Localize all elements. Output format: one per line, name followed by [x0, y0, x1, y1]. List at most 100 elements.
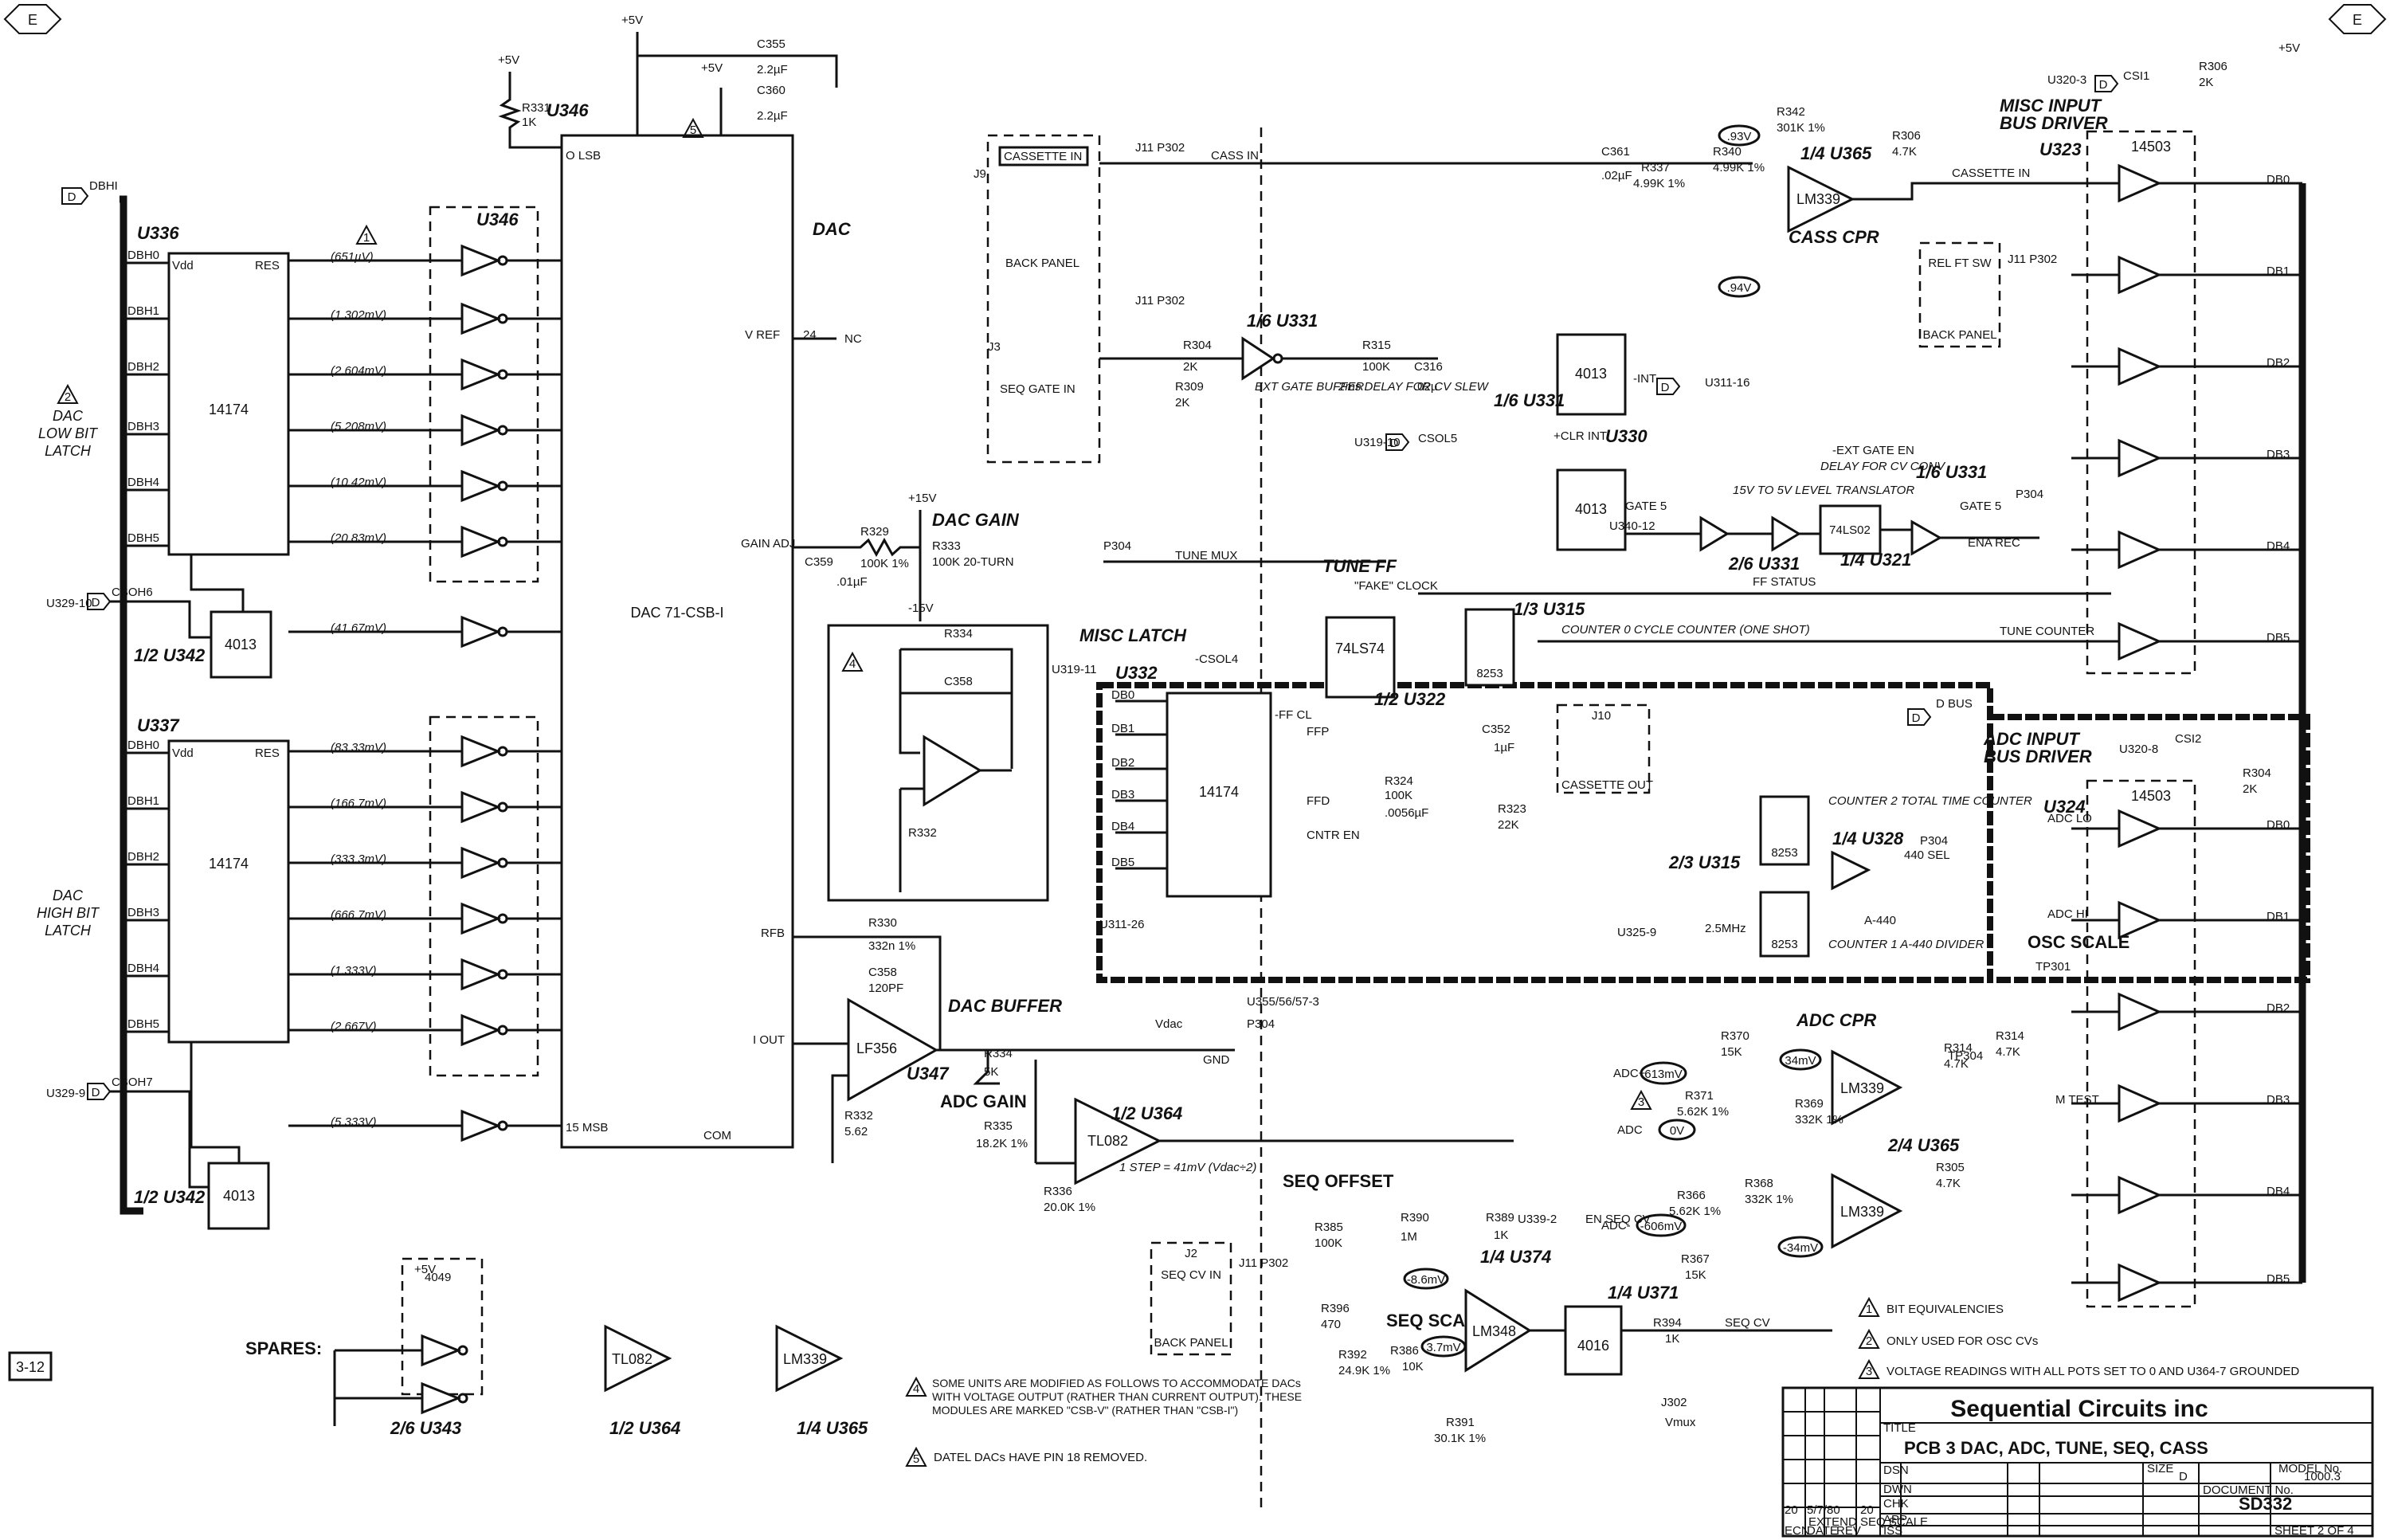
svg-text:ADC HI: ADC HI: [2047, 907, 2088, 921]
svg-text:DAC: DAC: [53, 888, 84, 903]
svg-text:DB3: DB3: [1111, 788, 1134, 801]
svg-text:5/7/80: 5/7/80: [1807, 1503, 1840, 1517]
u336-clk-wire: [190, 554, 245, 612]
svg-text:R306: R306: [2199, 60, 2227, 73]
bus-driver-6: [2071, 809, 2302, 848]
svg-text:4.7K: 4.7K: [1996, 1045, 2020, 1059]
svg-text:14503: 14503: [2131, 139, 2171, 155]
svg-text:1/3 U315: 1/3 U315: [1514, 599, 1585, 619]
svg-text:2ms DELAY FOR CV SLEW: 2ms DELAY FOR CV SLEW: [1338, 380, 1490, 394]
svg-text:BIT EQUIVALENCIES: BIT EQUIVALENCIES: [1887, 1303, 2004, 1316]
svg-text:MISC INPUT: MISC INPUT: [2000, 96, 2102, 116]
svg-text:COM: COM: [703, 1129, 731, 1142]
svg-text:8253: 8253: [1771, 846, 1797, 860]
svg-text:Vdd: Vdd: [172, 259, 194, 272]
svg-text:ADC-: ADC-: [1601, 1219, 1631, 1232]
svg-text:DBH1: DBH1: [127, 794, 159, 808]
svg-text:DB4: DB4: [2267, 539, 2290, 553]
svg-text:U329-9: U329-9: [46, 1087, 85, 1100]
adc-driver-region: [1987, 714, 2310, 983]
svg-text:U325-9: U325-9: [1617, 926, 1656, 939]
svg-text:U323: U323: [2039, 139, 2082, 159]
svg-text:R396: R396: [1321, 1302, 1350, 1315]
svg-text:E: E: [2353, 12, 2362, 28]
svg-text:A-440: A-440: [1864, 914, 1896, 927]
svg-text:301K 1%: 301K 1%: [1777, 121, 1825, 135]
svg-text:R332: R332: [908, 826, 937, 840]
svg-text:(10.42mV): (10.42mV): [331, 476, 386, 489]
u342b-flipflop: 4013 1/2 U342 D U329-9 CSOH7: [46, 1076, 270, 1230]
spare-inverter-0: [333, 1334, 468, 1426]
svg-text:P304: P304: [1103, 539, 1131, 553]
u336-latch: U336 14174 Vdd RES: [137, 223, 290, 556]
svg-text:2/6 U343: 2/6 U343: [390, 1418, 461, 1438]
svg-text:-EXT GATE EN: -EXT GATE EN: [1832, 444, 1914, 457]
svg-text:100K 20-TURN: 100K 20-TURN: [932, 555, 1014, 569]
svg-text:U330: U330: [1605, 426, 1648, 446]
svg-text:DOCUMENT No.: DOCUMENT No.: [2203, 1483, 2294, 1497]
svg-text:DBH4: DBH4: [127, 962, 159, 975]
svg-text:DB1: DB1: [1111, 722, 1134, 735]
svg-text:VOLTAGE READINGS WITH ALL POTS: VOLTAGE READINGS WITH ALL POTS SET TO 0 …: [1887, 1365, 2299, 1378]
svg-text:DBH2: DBH2: [127, 850, 159, 864]
svg-text:TITLE: TITLE: [1883, 1421, 1916, 1435]
svg-text:FFP: FFP: [1307, 725, 1329, 739]
u336-inputs: DBH0 DBH1 DBH2 DBH3 DBH4 DBH5: [123, 249, 169, 547]
svg-text:10K: 10K: [1402, 1360, 1424, 1373]
svg-text:22K: 22K: [1498, 818, 1519, 832]
notes-right: 1 BIT EQUIVALENCIES 2 ONLY USED FOR OSC …: [1858, 1296, 2299, 1379]
svg-text:4: 4: [913, 1382, 919, 1396]
svg-text:2: 2: [1866, 1334, 1872, 1348]
svg-text:J11 P302: J11 P302: [2008, 253, 2057, 266]
u330-flipflops: 4013 4013 U330 -INT +CLR INT 1/6 U331 CS…: [1354, 333, 1749, 551]
corner-marker-right: E: [2328, 4, 2387, 34]
svg-text:LF356: LF356: [856, 1040, 897, 1056]
company-name: Sequential Circuits inc: [1950, 1396, 2208, 1422]
svg-text:U332: U332: [1115, 663, 1158, 683]
svg-text:2/4 U365: 2/4 U365: [1887, 1135, 1960, 1155]
svg-text:REV: REV: [1836, 1524, 1861, 1538]
svg-text:U339-2: U339-2: [1518, 1213, 1557, 1226]
svg-text:(5.333V): (5.333V): [331, 1115, 377, 1129]
svg-text:LM348: LM348: [1472, 1323, 1516, 1339]
svg-text:P304: P304: [2016, 488, 2043, 501]
svg-text:DB5: DB5: [1111, 856, 1134, 869]
bus-driver-11: [2071, 1263, 2302, 1303]
svg-text:GND: GND: [1203, 1053, 1230, 1067]
svg-text:34mV: 34mV: [1785, 1054, 1816, 1068]
svg-text:.94V: .94V: [1727, 281, 1752, 295]
d-bus-label: D D BUS: [1907, 697, 1973, 726]
svg-text:R332: R332: [844, 1109, 873, 1123]
svg-text:DAC 71-CSB-I: DAC 71-CSB-I: [630, 605, 723, 621]
svg-text:1K: 1K: [1665, 1332, 1679, 1346]
svg-text:(2.604mV): (2.604mV): [331, 364, 386, 378]
svg-text:J302: J302: [1661, 1396, 1687, 1409]
level-translator: 15V TO 5V LEVEL TRANSLATOR 2/6 U331 DELA…: [1625, 444, 2043, 574]
svg-text:DB3: DB3: [2267, 1093, 2290, 1107]
svg-text:2K: 2K: [1183, 360, 1197, 374]
title-block: Sequential Circuits inc TITLE PCB 3 DAC,…: [1781, 1386, 2374, 1538]
svg-text:R366: R366: [1677, 1189, 1706, 1202]
svg-text:+5V: +5V: [498, 53, 519, 67]
svg-text:613mV: 613mV: [1644, 1068, 1683, 1081]
inverter-12: [288, 1013, 562, 1047]
svg-text:R324: R324: [1385, 774, 1413, 788]
svg-text:332n 1%: 332n 1%: [868, 939, 915, 953]
svg-text:1µF: 1µF: [1494, 741, 1514, 754]
svg-text:470: 470: [1321, 1318, 1341, 1331]
svg-text:"FAKE" CLOCK: "FAKE" CLOCK: [1354, 579, 1438, 593]
svg-text:BUS DRIVER: BUS DRIVER: [2000, 113, 2108, 133]
svg-text:HIGH BIT: HIGH BIT: [37, 905, 100, 921]
svg-text:(83.33mV): (83.33mV): [331, 741, 386, 754]
svg-text:GATE 5: GATE 5: [1625, 500, 1667, 513]
svg-text:R385: R385: [1314, 1221, 1343, 1234]
u337-latch: U337 14174 Vdd RES: [137, 715, 290, 1044]
svg-text:U311-26: U311-26: [1099, 918, 1144, 931]
svg-text:J11 P302: J11 P302: [1135, 294, 1185, 308]
svg-text:R369: R369: [1795, 1097, 1824, 1111]
svg-text:DB0: DB0: [2267, 173, 2290, 186]
svg-text:REL FT SW: REL FT SW: [1928, 257, 1992, 270]
svg-text:DB5: DB5: [2267, 1272, 2290, 1286]
svg-text:R390: R390: [1401, 1211, 1429, 1225]
svg-text:COUNTER 0 CYCLE COUNTER (ONE S: COUNTER 0 CYCLE COUNTER (ONE SHOT): [1561, 623, 1810, 637]
